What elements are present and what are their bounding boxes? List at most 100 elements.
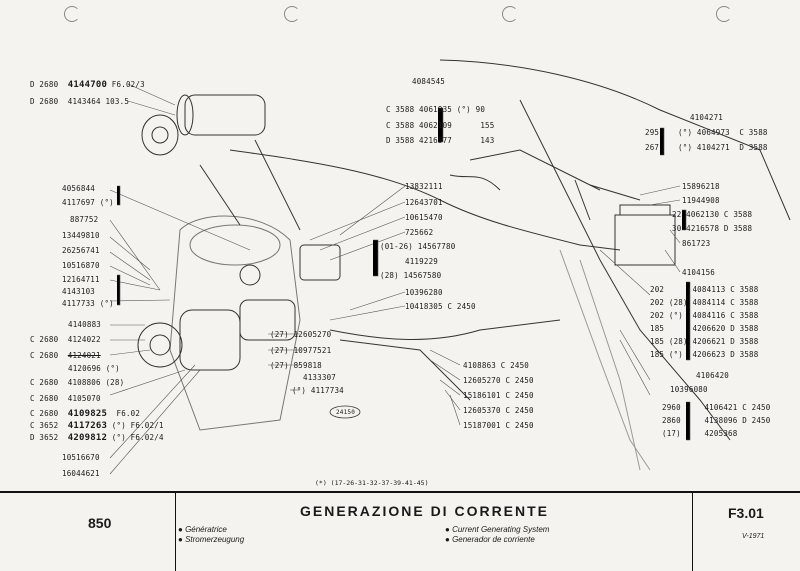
variant-code: D 2680	[30, 97, 59, 106]
quantity-ref: 30	[672, 224, 682, 233]
part-number: 12605270 C 2450	[463, 376, 534, 385]
list-item: ● Stromerzeugung	[178, 535, 245, 544]
variant-code: D 2450	[742, 416, 771, 425]
part-callout: C 2680 4124022	[30, 335, 101, 344]
part-number: (27) 859818	[270, 361, 322, 370]
part-number: 4061935 (°)	[419, 105, 471, 114]
part-number: 4104271	[690, 113, 724, 122]
part-number: 4084113	[692, 285, 726, 294]
part-number: 12164711	[62, 275, 100, 284]
part-number: 887752	[70, 215, 99, 224]
part-callout: C 3588 4062109 155	[386, 121, 494, 130]
part-callout: D 3588 4216577 143	[386, 136, 494, 145]
part-number: 861723	[682, 239, 711, 248]
quantity-ref: 185 (28)	[650, 337, 688, 346]
variant-code: D 2680	[30, 80, 59, 89]
part-number: 12605370 C 2450	[463, 406, 534, 415]
translated-title: Generador de corriente	[452, 535, 535, 544]
title-block-divider	[692, 493, 693, 571]
translated-title: Current Generating System	[452, 525, 550, 534]
part-ref: (°) F6.02/4	[111, 433, 164, 442]
variant-code: C 2680	[30, 409, 59, 418]
part-callout: C 2680 4109825 F6.02	[30, 409, 140, 419]
quantity-ref: 202 (28)	[650, 298, 688, 307]
variant-code: C 3588	[730, 285, 759, 294]
binder-hole-mark	[716, 6, 732, 22]
part-number: 4209812	[67, 433, 108, 443]
part-number: 4062130	[686, 210, 720, 219]
part-number: 725662	[405, 228, 434, 237]
variant-code: D 3588	[730, 337, 759, 346]
part-callout: 295 (°) 4064973 C 3588	[645, 128, 768, 137]
quantity-ref: 185 (°)	[650, 350, 684, 359]
part-number: 4143103	[62, 287, 96, 296]
part-callout: C 2680 4105070	[30, 394, 101, 403]
title-block: 850 GENERAZIONE DI CORRENTE ● Génératric…	[0, 491, 800, 571]
drawing-reference-tag: 24150	[336, 409, 356, 416]
part-number: 10418305 C 2450	[405, 302, 476, 311]
quantity-ref: 295	[645, 128, 660, 137]
variant-code: C 2680	[30, 378, 59, 387]
part-ref: 143	[480, 136, 495, 145]
part-callout: D 3652 4209812 (°) F6.02/4	[30, 433, 164, 443]
part-number: 4206620	[692, 324, 726, 333]
sheet-title: GENERAZIONE DI CORRENTE	[300, 503, 550, 519]
part-callout: 202 (°) 4084116 C 3588	[650, 311, 758, 320]
part-callout: (17) 4205368	[662, 429, 737, 438]
part-number: 10396280	[405, 288, 443, 297]
part-number: 15186101 C 2450	[463, 391, 534, 400]
variant-code: C 3588	[386, 105, 415, 114]
part-number: 4108863 C 2450	[463, 361, 530, 370]
part-callout: 2860 4138096 D 2450	[662, 416, 770, 425]
part-callout: D 2680 4143464 103.5	[30, 97, 129, 106]
part-callout: C 2680 4124021	[30, 351, 101, 360]
binder-hole-mark	[502, 6, 518, 22]
part-ref: 90	[475, 105, 486, 114]
part-ref: F6.02/3	[111, 80, 145, 89]
part-number: 4124022	[67, 335, 101, 344]
variant-code: C 3588	[730, 311, 759, 320]
part-number: (27) 10977521	[270, 346, 332, 355]
variant-code: D 3588	[723, 224, 753, 233]
part-callout: 185 (28) 4206621 D 3588	[650, 337, 758, 346]
part-number: 10396080	[670, 385, 708, 394]
part-number: 4120696 (°)	[68, 364, 120, 373]
variant-code: C 3652	[30, 421, 59, 430]
part-number: 4144700	[67, 80, 108, 90]
part-ref: 155	[480, 121, 495, 130]
revision-date: V-1971	[742, 533, 765, 540]
part-callout: 267 (°) 4104271 D 3588	[645, 143, 768, 152]
variant-code: C 3588	[730, 298, 759, 307]
quantity-ref: 2960	[662, 403, 681, 412]
part-number: (01-26) 14567780	[380, 242, 456, 251]
variant-code: C 2680	[30, 335, 59, 344]
part-callout: 30 4216578 D 3588	[672, 224, 752, 233]
part-callout: 185 4206620 D 3588	[650, 324, 758, 333]
translated-title: Génératrice	[185, 525, 227, 534]
list-item: ● Generador de corriente	[445, 535, 535, 544]
quantity-ref: 185	[650, 324, 665, 333]
quantity-ref: 22	[672, 210, 682, 219]
part-number: 10516870	[62, 261, 100, 270]
exploded-parts-drawing	[109, 59, 791, 475]
language-list-left: ● Génératrice ● Stromerzeugung	[178, 525, 244, 545]
variant-code: D 3588	[386, 136, 415, 145]
part-number: 4104156	[682, 268, 716, 277]
binder-hole-mark	[64, 6, 80, 22]
language-list-right: ● Current Generating System ● Generador …	[445, 525, 549, 545]
quantity-ref: 202 (°)	[650, 311, 684, 320]
part-number: 4062109	[419, 121, 453, 130]
variant-code: D 3652	[30, 433, 59, 442]
part-number: 4117733 (°)	[62, 299, 114, 308]
part-callout: D 2680 4144700 F6.02/3	[30, 80, 145, 90]
part-number: 4056844	[62, 184, 96, 193]
part-number: 4117697 (°)	[62, 198, 114, 207]
variant-code: D 3588	[739, 143, 768, 152]
part-callout: C 2680 4108806 (28)	[30, 378, 124, 387]
part-number: (°) 4117734	[292, 386, 344, 395]
part-callout: 22 4062130 C 3588	[672, 210, 752, 219]
part-number: (27) 12605270	[270, 330, 332, 339]
list-item: ● Current Generating System	[445, 525, 550, 534]
part-number: 4133307	[303, 373, 337, 382]
part-number: (°) 4104271	[678, 143, 730, 152]
